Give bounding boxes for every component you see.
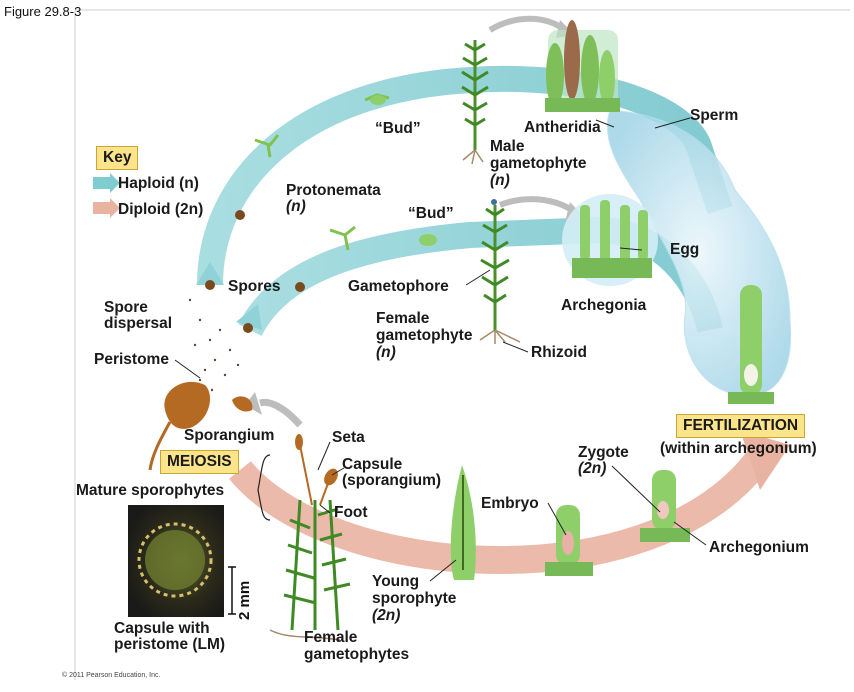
sporangium-label: Sporangium [184, 428, 274, 444]
zygote-label-1: Zygote [578, 445, 629, 461]
protonemata-label-2: (n) [286, 199, 306, 215]
female-gametophytes-label-1: Female [304, 630, 357, 646]
young-sporophyte-label-2: sporophyte [372, 591, 456, 607]
young-sporophyte-illustration [451, 465, 476, 580]
key-haploid-swatch [93, 173, 120, 193]
antheridia-label: Antheridia [524, 120, 601, 136]
young-sporophyte-label-3: (2n) [372, 608, 400, 624]
capsule-label-1: Capsule [342, 457, 402, 473]
capsule-photo-inset [128, 505, 224, 617]
gametophore-label: Gametophore [348, 279, 449, 295]
spore-dispersal-dots [189, 299, 239, 391]
zygote-label-2: (2n) [578, 461, 606, 477]
key-diploid-swatch [93, 198, 120, 218]
fertilization-box: FERTILIZATION [676, 414, 805, 438]
capsule-label-2: (sporangium) [342, 473, 441, 489]
spores-label: Spores [228, 279, 281, 295]
female-gametophyte-label-1: Female [376, 311, 429, 327]
antheridia-illustration [545, 20, 620, 112]
capsule-with-peristome-label-1: Capsule with [114, 621, 210, 637]
archegonia-illustration [562, 194, 658, 286]
grey-arrow-sporangium [260, 402, 300, 425]
mature-sporophytes-label: Mature sporophytes [76, 483, 224, 499]
key-title: Key [96, 146, 138, 170]
grey-arrow-top [490, 19, 565, 30]
young-sporophyte-label-1: Young [372, 574, 419, 590]
key-diploid-label: Diploid (2n) [118, 202, 203, 218]
male-gametophyte-illustration [462, 40, 488, 164]
scale-bar-label: 2 mm [236, 581, 253, 620]
archegonia-label: Archegonia [561, 298, 646, 314]
figure-label: Figure 29.8-3 [4, 4, 81, 19]
male-gametophyte-label-1: Male [490, 139, 524, 155]
protonemata-label-1: Protonemata [286, 183, 381, 199]
scale-bar [228, 567, 236, 614]
meiosis-box: MEIOSIS [160, 450, 239, 474]
within-archegonium-label: (within archegonium) [660, 441, 817, 457]
peristome-label: Peristome [94, 352, 169, 368]
male-gametophyte-label-3: (n) [490, 173, 510, 189]
egg-label: Egg [670, 242, 699, 258]
male-gametophyte-label-2: gametophyte [490, 156, 586, 172]
female-gametophytes-label-2: gametophytes [304, 647, 409, 663]
embryo-label: Embryo [481, 496, 539, 512]
sperm-label: Sperm [690, 108, 738, 124]
female-gametophyte-label-3: (n) [376, 345, 396, 361]
sporangium-illustration [232, 396, 252, 411]
spore-dispersal-label-1: Spore [104, 300, 148, 316]
bud-label-mid: “Bud” [408, 206, 454, 222]
seta-label: Seta [332, 430, 365, 446]
grey-arrow-mid [500, 199, 575, 212]
copyright: © 2011 Pearson Education, Inc. [62, 672, 160, 679]
capsule-with-peristome-label-2: peristome (LM) [114, 637, 225, 653]
spore-dispersal-label-2: dispersal [104, 316, 172, 332]
key-haploid-label: Haploid (n) [118, 176, 199, 192]
foot-label: Foot [334, 505, 368, 521]
archegonium-label: Archegonium [709, 540, 809, 556]
rhizoid-label: Rhizoid [531, 345, 587, 361]
bud-illustrations [370, 95, 437, 246]
bud-label-top: “Bud” [375, 121, 421, 137]
female-gametophyte-label-2: gametophyte [376, 328, 472, 344]
